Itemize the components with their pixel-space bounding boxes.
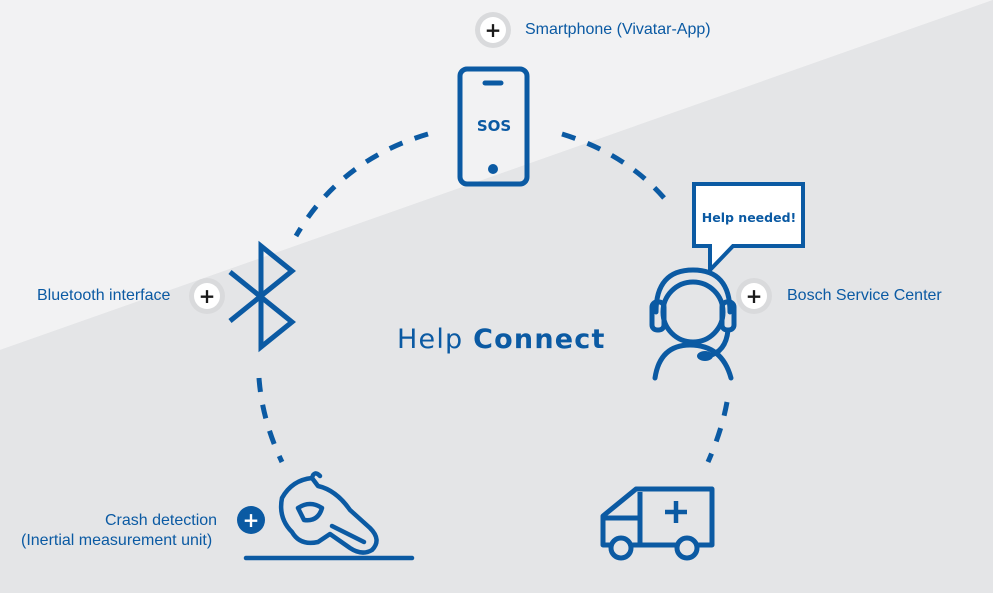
smartphone-plus-button[interactable]: + bbox=[480, 17, 506, 43]
arc-service-ambulance bbox=[705, 401, 730, 464]
help-connect-title: Help Connect bbox=[397, 324, 606, 355]
title-bold: Connect bbox=[473, 324, 606, 355]
service-center-label: Bosch Service Center bbox=[787, 287, 942, 304]
crash-detection-label-line1: Crash detection bbox=[105, 512, 218, 529]
title-light: Help bbox=[397, 324, 464, 355]
smartphone-label: Smartphone (Vivatar-App) bbox=[525, 21, 711, 38]
service-center-plus-button[interactable]: + bbox=[741, 283, 767, 309]
crash-detection-label-line2: (Inertial measurement unit) bbox=[21, 532, 213, 549]
arc-phone-service bbox=[561, 131, 672, 207]
arc-phone-bluetooth bbox=[293, 131, 429, 238]
bluetooth-plus-button[interactable]: + bbox=[194, 283, 220, 309]
arc-bluetooth-crash bbox=[256, 377, 285, 464]
bluetooth-label: Bluetooth interface bbox=[37, 287, 171, 304]
crash-detection-plus-button[interactable]: + bbox=[237, 506, 265, 534]
